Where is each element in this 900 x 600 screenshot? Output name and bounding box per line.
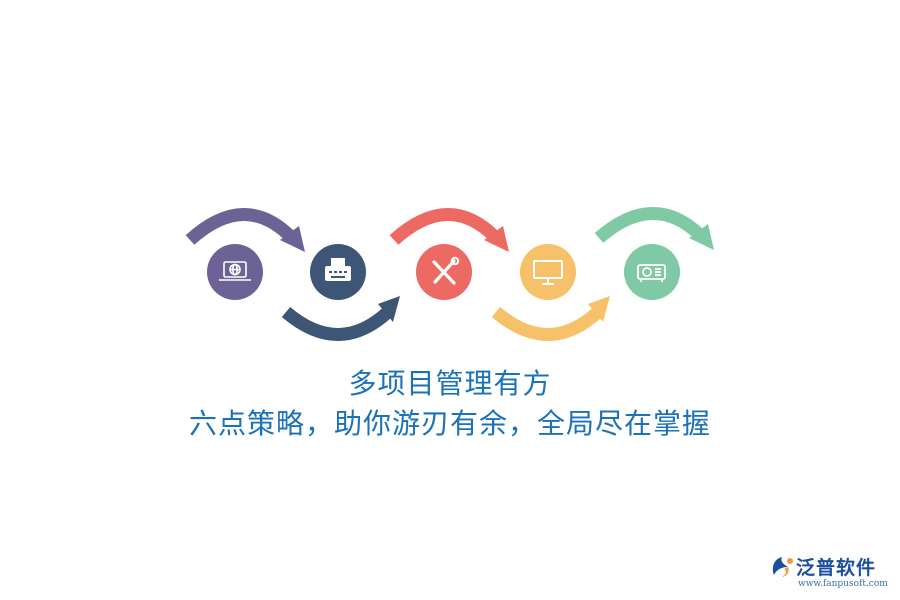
- typewriter-icon: [325, 258, 351, 281]
- arrow-5: [594, 207, 714, 250]
- step-5: [624, 244, 680, 300]
- headline-line-1: 多项目管理有方: [348, 367, 552, 400]
- step-3: [416, 244, 472, 300]
- step-5-circle: [624, 244, 680, 300]
- arrow-1: [185, 208, 305, 252]
- arrow-3: [389, 208, 509, 252]
- headline-line-2: 六点策略，助你游刃有余，全局尽在掌握: [188, 407, 711, 440]
- step-4-circle: [520, 244, 576, 300]
- arrow-4: [491, 296, 610, 341]
- arrow-2: [281, 296, 400, 341]
- step-4: [520, 244, 576, 300]
- step-1-circle: [207, 244, 263, 300]
- projector-icon: [637, 264, 666, 282]
- monitor-icon: [533, 260, 563, 285]
- tools-icon: [432, 256, 460, 285]
- step-2: [310, 244, 366, 300]
- brand-name: 泛普软件: [796, 557, 877, 579]
- brand-url: www.fanpusoft.com: [798, 579, 888, 589]
- laptop-globe-icon: [219, 261, 251, 281]
- brand-logo[interactable]: 泛普软件 www.fanpusoft.com: [768, 553, 893, 593]
- step-1: [207, 244, 263, 300]
- fanpu-logo-icon: [772, 557, 793, 577]
